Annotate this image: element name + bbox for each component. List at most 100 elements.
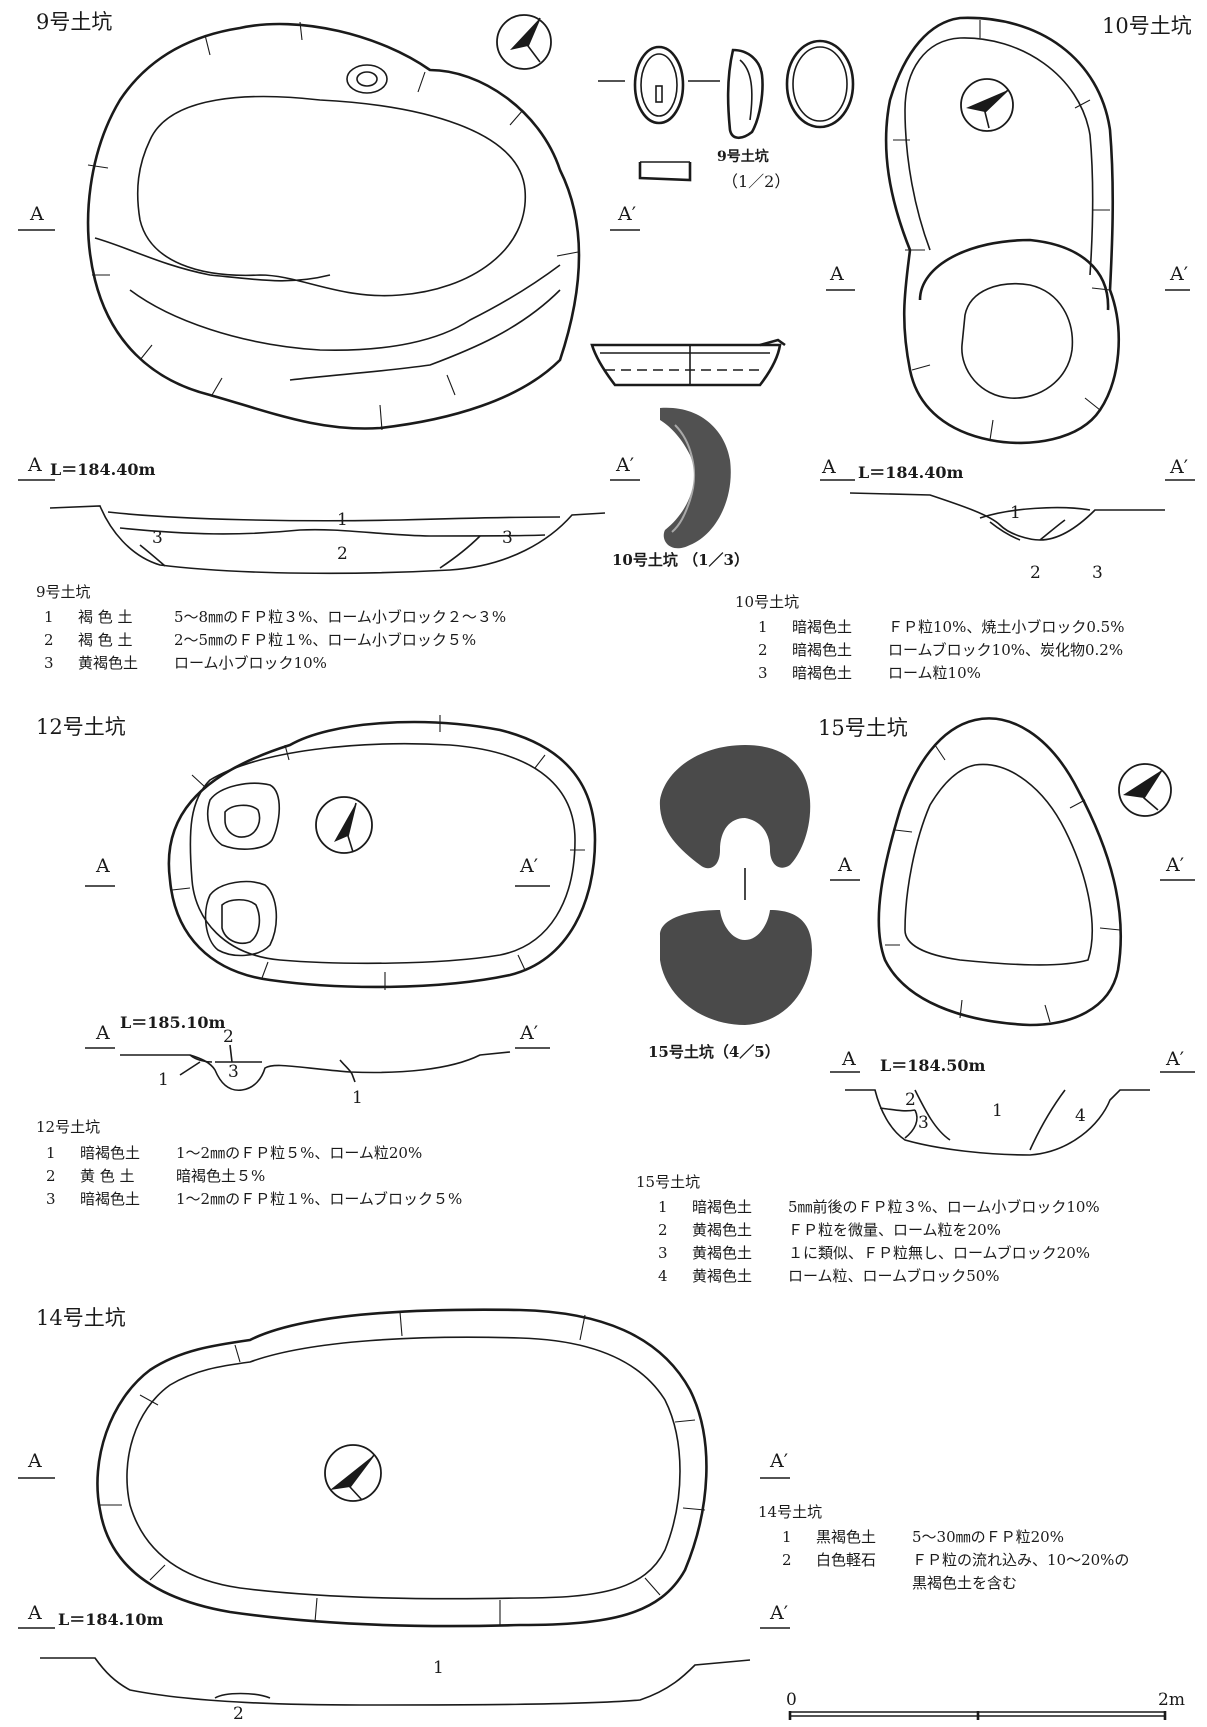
pit9-layer-3b: 3 — [502, 528, 513, 548]
pit10-layer-3: 3 — [1092, 563, 1103, 583]
pit10-label-a: A — [830, 263, 844, 285]
legend-soil: 白色軽石 — [816, 1551, 877, 1569]
pit10-artifact-caption: 10号土坑 （1／3） — [612, 551, 749, 569]
pit10-section-a: A — [822, 456, 836, 478]
pit14-section-a: A — [28, 1602, 42, 1624]
pit9-section-a2: A′ — [616, 454, 635, 476]
legend-num: 3 — [758, 664, 768, 682]
legend-soil: 褐 色 土 — [78, 608, 133, 626]
north-arrow-15-icon — [1118, 763, 1172, 817]
north-arrow-12-icon — [315, 796, 373, 854]
legend-soil: 黄 色 土 — [80, 1167, 135, 1185]
legend-desc: 1～2㎜のＦＰ粒１%、ロームブロック５% — [176, 1190, 463, 1208]
pit12-title: 12号土坑 — [36, 715, 126, 739]
legend-num: 2 — [782, 1551, 792, 1569]
pit15-section-a: A — [842, 1048, 856, 1070]
legend-desc: ロームブロック10%、炭化物0.2% — [888, 641, 1124, 659]
legend-desc: 2～5㎜のＦＰ粒１%、ローム小ブロック５% — [174, 631, 477, 649]
legend-soil: 黒褐色土 — [816, 1528, 877, 1546]
pit15-layer-3: 3 — [918, 1113, 929, 1133]
legend-num: 3 — [658, 1244, 668, 1262]
pit9-section — [18, 479, 640, 575]
pit12-label-a: A — [96, 855, 110, 877]
legend-desc: 暗褐色土５% — [176, 1167, 266, 1185]
legend-desc: ＦＰ粒を微量、ローム粒を20% — [788, 1221, 1001, 1239]
pit15-layer-4: 4 — [1075, 1106, 1086, 1126]
pit14-legend-cont: 黒褐色土を含む — [912, 1574, 1018, 1592]
pit12-plan — [85, 715, 597, 990]
pit10-section-a2: A′ — [1170, 456, 1189, 478]
north-arrow-10-icon — [960, 78, 1014, 132]
pit14-legend-row-1: 1 黒褐色土 5～30㎜のＦＰ粒20% — [782, 1530, 1064, 1545]
pit14-section — [18, 1627, 790, 1706]
pit12-layer-2: 2 — [223, 1027, 234, 1047]
legend-desc: ローム小ブロック10% — [174, 654, 327, 672]
legend-desc: １に類似、ＦＰ粒無し、ロームブロック20% — [788, 1244, 1090, 1262]
pit9-legend-row-3: 3 黄褐色土 ローム小ブロック10% — [44, 656, 327, 671]
pit15-elevation: L＝184.50m — [880, 1056, 986, 1075]
legend-num: 2 — [658, 1221, 668, 1239]
pit9-label-a2: A′ — [618, 203, 637, 225]
pit12-layer-3: 3 — [228, 1062, 239, 1082]
pit15-title: 15号土坑 — [818, 716, 908, 740]
pit12-elevation: L＝185.10m — [120, 1013, 226, 1032]
north-arrow-9-icon — [496, 14, 552, 70]
pit15-legend-heading: 15号土坑 — [636, 1173, 701, 1191]
pit14-layer-1: 1 — [433, 1658, 444, 1678]
pit9-layer-3a: 3 — [152, 528, 163, 548]
pit14-label-a: A — [28, 1450, 42, 1472]
pit10-layer-1: 1 — [1010, 503, 1021, 523]
pit9-elevation: L＝184.40m — [50, 460, 156, 479]
pit14-legend-row-2: 2 白色軽石 ＦＰ粒の流れ込み、10～20%の — [782, 1553, 1129, 1568]
pit12-section — [85, 1044, 550, 1092]
pit9-artifact-scale: （1／2） — [722, 172, 791, 191]
pit10-artifacts — [590, 338, 786, 549]
pit12-layer-1a: 1 — [158, 1070, 169, 1090]
pit15-label-a2: A′ — [1166, 854, 1185, 876]
pit9-layer-1: 1 — [337, 510, 348, 530]
legend-desc: 5～8㎜のＦＰ粒３%、ローム小ブロック２～３% — [174, 608, 507, 626]
pit14-legend-heading: 14号土坑 — [758, 1503, 823, 1521]
pit10-legend-heading: 10号土坑 — [735, 593, 800, 611]
pit9-plan — [18, 21, 640, 431]
pit15-legend-row-1: 1 暗褐色土 5㎜前後のＦＰ粒３%、ローム小ブロック10% — [658, 1200, 1100, 1215]
legend-soil: 黄褐色土 — [692, 1267, 753, 1285]
legend-desc: ローム粒、ロームブロック50% — [788, 1267, 1000, 1285]
pit10-plan — [826, 16, 1190, 445]
legend-num: 2 — [758, 641, 768, 659]
legend-soil: 黄褐色土 — [78, 654, 139, 672]
legend-soil: 暗褐色土 — [792, 641, 853, 659]
legend-desc: 5㎜前後のＦＰ粒３%、ローム小ブロック10% — [788, 1198, 1100, 1216]
pit12-legend-heading: 12号土坑 — [36, 1118, 101, 1136]
pit10-title: 10号土坑 — [1102, 14, 1192, 38]
legend-desc: ＦＰ粒10%、焼土小ブロック0.5% — [888, 618, 1125, 636]
legend-num: 1 — [758, 618, 768, 636]
pit9-title: 9号土坑 — [36, 10, 113, 34]
legend-desc: ローム粒10% — [888, 664, 981, 682]
pit10-section — [820, 479, 1195, 541]
legend-num: 3 — [44, 654, 54, 672]
legend-soil: 暗褐色土 — [692, 1198, 753, 1216]
pit10-legend-row-2: 2 暗褐色土 ロームブロック10%、炭化物0.2% — [758, 643, 1123, 658]
pit10-label-a2: A′ — [1170, 263, 1189, 285]
pit10-layer-2: 2 — [1030, 563, 1041, 583]
north-arrow-14-icon — [324, 1444, 382, 1502]
legend-num: 1 — [782, 1528, 792, 1546]
scale-end-label: 2m — [1158, 1690, 1185, 1710]
legend-desc: ＦＰ粒の流れ込み、10～20%の — [912, 1551, 1130, 1569]
pit14-elevation: L＝184.10m — [58, 1610, 164, 1629]
legend-num: 1 — [46, 1144, 56, 1162]
legend-num: 2 — [44, 631, 54, 649]
legend-num: 1 — [658, 1198, 668, 1216]
legend-desc: 5～30㎜のＦＰ粒20% — [912, 1528, 1064, 1546]
legend-soil: 暗褐色土 — [80, 1144, 141, 1162]
pit12-legend-row-1: 1 暗褐色土 1～2㎜のＦＰ粒５%、ローム粒20% — [46, 1146, 422, 1161]
pit14-title: 14号土坑 — [36, 1306, 126, 1330]
legend-desc: 1～2㎜のＦＰ粒５%、ローム粒20% — [176, 1144, 423, 1162]
